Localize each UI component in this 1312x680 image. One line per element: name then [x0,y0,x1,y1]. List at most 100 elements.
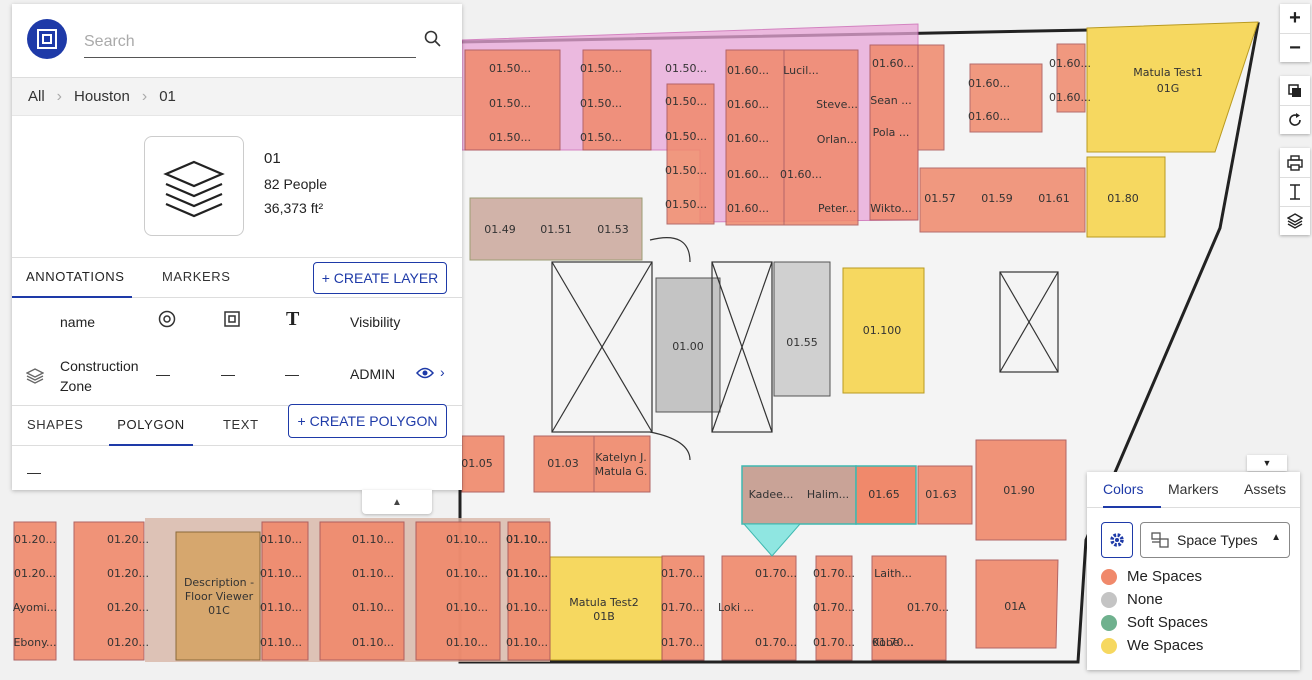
room-label[interactable]: 01.20... [14,533,56,546]
room-label[interactable]: 01.50... [665,95,707,108]
room-label[interactable]: Ayomi... [13,601,57,614]
room-label[interactable]: 01.65 [868,488,900,501]
room-label[interactable]: 01.10... [506,567,548,580]
room-label-named[interactable]: Description - [184,576,254,589]
room-label[interactable]: 01.20... [107,601,149,614]
room-label[interactable]: 01.50... [665,62,707,75]
room-label-named-sub[interactable]: 01B [593,610,615,623]
breadcrumb-floor[interactable]: 01 [159,88,176,105]
tab-markers[interactable]: MARKERS [162,269,231,284]
room-label[interactable]: 01.10... [446,636,488,649]
room-label[interactable]: 01.20... [107,636,149,649]
room-label[interactable]: Loki ... [718,601,754,614]
room-label[interactable]: 01.10... [352,636,394,649]
room-label[interactable]: 01.90 [1003,484,1035,497]
room-label[interactable]: 01.70... [907,601,949,614]
tab-shapes[interactable]: SHAPES [27,417,84,432]
collapse-panel-button[interactable]: ▲ [362,490,432,514]
breadcrumb-houston[interactable]: Houston [74,88,130,105]
room-label[interactable]: 01.100 [863,324,902,337]
room-label[interactable]: 01.10... [506,636,548,649]
room-label-named-sub[interactable]: 01C [208,604,230,617]
room-label[interactable]: 01.60... [968,110,1010,123]
room-label[interactable]: 01.51 [540,223,572,236]
room-label[interactable]: 01.50... [489,131,531,144]
room-label[interactable]: 01.20... [107,533,149,546]
search-input[interactable] [84,26,416,58]
room-label[interactable]: 01.60... [727,98,769,111]
room-label[interactable]: 01.03 [547,457,579,470]
room-label[interactable]: 01.10... [352,601,394,614]
room-label[interactable]: 01.50... [580,62,622,75]
room-label[interactable]: 01.20... [14,567,56,580]
chevron-right-icon[interactable]: › [440,364,445,380]
room-label[interactable]: 01.70... [661,567,703,580]
room-label-named[interactable]: Matula Test2 [569,596,638,609]
room-label[interactable]: 01.10... [260,567,302,580]
room-label[interactable]: 01.70... [813,601,855,614]
room-label[interactable]: Orlan... [817,133,857,146]
room-label[interactable]: 01.49 [484,223,516,236]
breadcrumb-all[interactable]: All [28,88,45,105]
search-icon[interactable] [424,30,442,53]
room-label[interactable]: 01.70... [661,601,703,614]
print-icon[interactable] [1280,148,1310,177]
room-label[interactable]: 01.60... [1049,57,1091,70]
room-label[interactable]: 01.55 [786,336,818,349]
room-label[interactable]: Lucil... [783,64,819,77]
room-label[interactable]: 01.70... [755,567,797,580]
room-label-named-sub[interactable]: 01G [1157,82,1180,95]
gear-icon[interactable] [1101,522,1133,558]
room-label[interactable]: Kadee... [749,488,794,501]
room-label-named-2[interactable]: Floor Viewer [185,590,254,603]
room-label[interactable]: 01.10... [506,533,548,546]
room-label[interactable]: 01.05 [461,457,493,470]
room-label[interactable]: 01.50... [665,130,707,143]
room-label[interactable]: 01.80 [1107,192,1139,205]
room-label[interactable]: Laith... [874,567,912,580]
tab-annotations[interactable]: ANNOTATIONS [12,258,132,298]
room-label[interactable]: 01.57 [924,192,956,205]
zoom-in-button[interactable]: + [1289,7,1301,29]
room-label[interactable]: Peter... [818,202,856,215]
app-logo-icon[interactable] [27,19,67,59]
room-label[interactable]: 01.50... [580,97,622,110]
room-label[interactable]: Katelyn J. [595,451,647,464]
layer-row[interactable]: Construction Zone — — — ADMIN › [12,346,462,406]
room-label[interactable]: 01.70... [661,636,703,649]
rotate-icon[interactable] [1280,105,1310,134]
tab-text[interactable]: TEXT [223,417,259,432]
create-layer-button[interactable]: + CREATE LAYER [313,262,447,294]
layers-icon[interactable] [1280,206,1310,235]
room-label[interactable]: 01.60... [780,168,822,181]
room-label[interactable]: 01.50... [665,164,707,177]
room-label[interactable]: 01.60... [1049,91,1091,104]
room-label[interactable]: 01.70... [755,636,797,649]
room-label[interactable]: 01.60... [872,57,914,70]
room-label[interactable]: 01.60... [727,64,769,77]
room-label[interactable]: 01.20... [107,567,149,580]
room-label[interactable]: Pola ... [873,126,910,139]
room-label[interactable]: 01.70... [872,636,914,649]
legend-toggle-button[interactable]: ▼ [1247,455,1287,471]
tab-colors[interactable]: Colors [1103,472,1161,508]
room-label[interactable]: Matula G. [595,465,648,478]
room-label[interactable]: 01A [1004,600,1026,613]
room-label[interactable]: 01.50... [489,62,531,75]
room-label[interactable]: 01.63 [925,488,957,501]
room-label[interactable]: 01.60... [727,202,769,215]
create-polygon-button[interactable]: + CREATE POLYGON [288,404,447,438]
room-label[interactable]: 01.10... [352,533,394,546]
eye-icon[interactable] [415,366,435,383]
tab-assets[interactable]: Assets [1244,481,1287,497]
room-label[interactable]: 01.10... [260,533,302,546]
room-label-named[interactable]: Matula Test1 [1133,66,1202,79]
room-label[interactable]: Kobe ... [872,636,913,649]
room-label[interactable]: Steve... [816,98,858,111]
space-type-select[interactable]: Space Types ▲ [1140,522,1290,558]
tab-polygon[interactable]: POLYGON [109,406,193,446]
room-label[interactable]: 01.10... [260,601,302,614]
room-label[interactable]: 01.10... [446,567,488,580]
room-label[interactable]: 01.61 [1038,192,1070,205]
room-label[interactable]: 01.00 [672,340,704,353]
